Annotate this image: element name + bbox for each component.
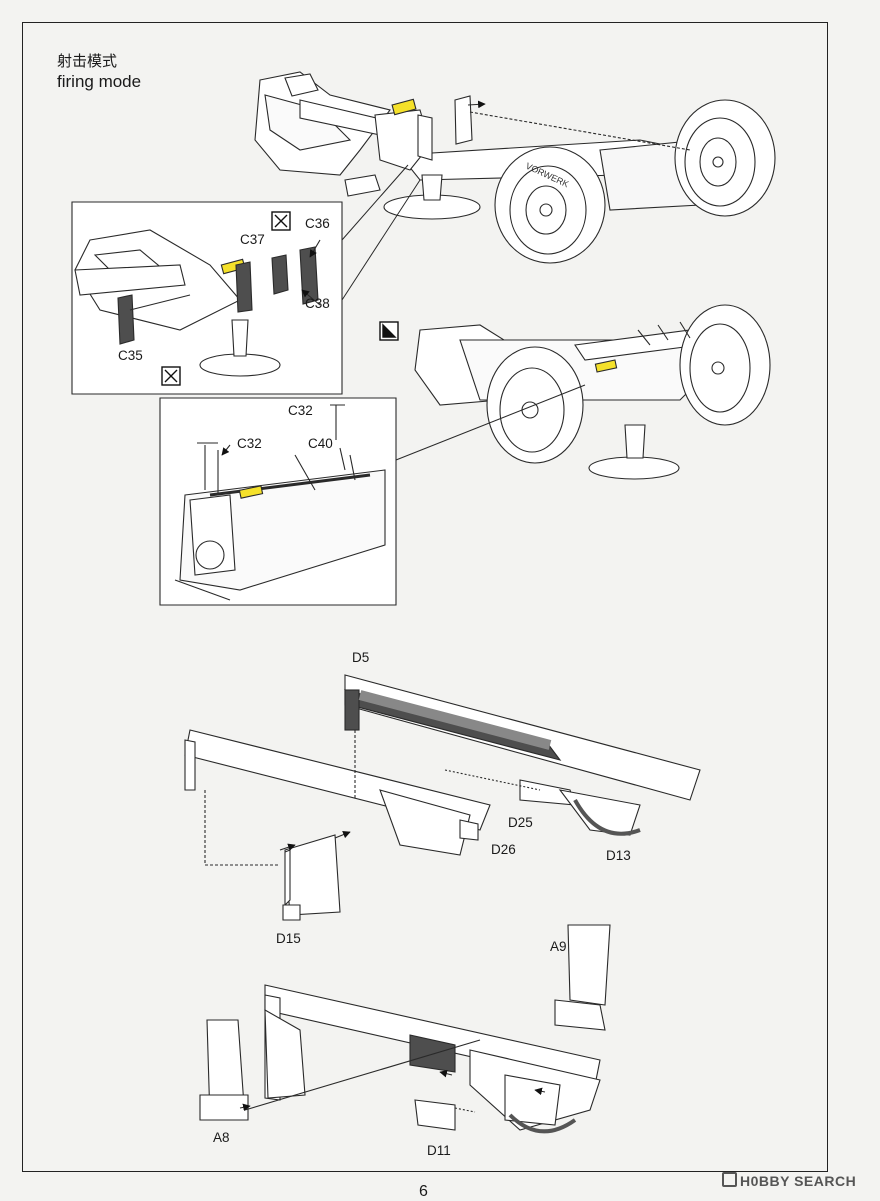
wheel-right-2: [679, 304, 771, 426]
page-number: 6: [419, 1183, 428, 1200]
part-label-d13: D13: [606, 848, 631, 863]
top-carriage-assembly: [254, 71, 776, 264]
do-not-glue-icon: [161, 366, 181, 386]
part-label-c32-left: C32: [237, 436, 262, 451]
part-label-c38: C38: [305, 296, 330, 311]
do-not-glue-icon: [271, 211, 291, 231]
part-label-c32-top: C32: [288, 403, 313, 418]
part-label-d26: D26: [491, 842, 516, 857]
part-label-c37: C37: [240, 232, 265, 247]
page-frame: [22, 22, 828, 1172]
part-label-a9: A9: [550, 939, 567, 954]
hobby-search-logo-icon: [722, 1172, 737, 1187]
middle-carriage-assembly: [414, 304, 771, 480]
option-icon: [379, 321, 399, 341]
part-label-d15: D15: [276, 931, 301, 946]
watermark-text: H0BBY SEARCH: [740, 1173, 857, 1189]
title-chinese: 射击模式: [57, 52, 118, 70]
part-label-d25: D25: [508, 815, 533, 830]
part-label-a8: A8: [213, 1130, 230, 1145]
detail-box-c35-c38: [71, 201, 343, 395]
wheel-right: [674, 99, 776, 217]
part-label-d11: D11: [427, 1143, 451, 1158]
detail-box-c32-c40: [159, 397, 397, 606]
part-label-c36: C36: [305, 216, 330, 231]
part-label-c40: C40: [308, 436, 333, 451]
trail-assembly-a: [199, 924, 611, 1134]
part-label-c35: C35: [118, 348, 143, 363]
part-label-d5: D5: [352, 650, 370, 665]
watermark: H0BBY SEARCH: [722, 1172, 856, 1189]
wheel-left: [494, 146, 606, 264]
title-english: firing mode: [57, 72, 142, 91]
trail-assembly-d: [184, 674, 701, 921]
